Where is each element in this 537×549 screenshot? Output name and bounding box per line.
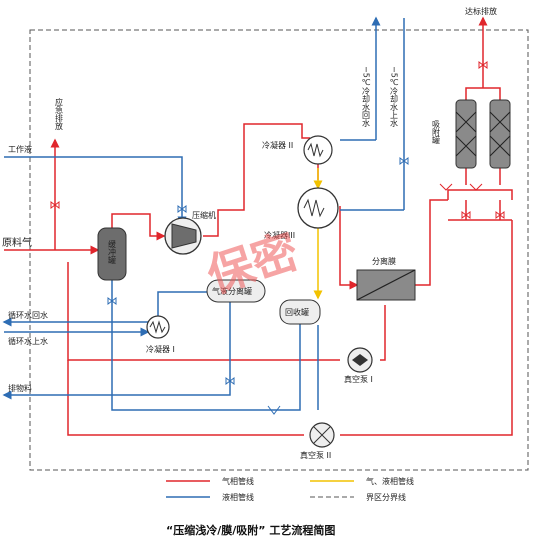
legend-gas-liquid: 气、液相管线 (366, 476, 414, 486)
label-coolant-supply: −5℃冷却水上水 (389, 66, 399, 127)
label-discharge: 排物料 (8, 383, 32, 393)
label-condenser-3: 冷凝器III (264, 230, 295, 240)
label-gl-separator: 气液分离罐 (212, 286, 252, 296)
adsorber-2 (489, 99, 511, 169)
label-buffer-tank: 缓冲罐 (108, 239, 117, 265)
legend-gas: 气相管线 (222, 476, 254, 486)
label-membrane: 分离膜 (372, 256, 396, 266)
label-condenser-2: 冷凝器 II (262, 140, 293, 150)
recovery-tank (279, 299, 321, 325)
label-circ-supply: 循环水上水 (8, 336, 48, 346)
label-adsorption: 吸附罐 (432, 120, 441, 145)
adsorber-1 (455, 99, 477, 169)
gas-liquid-separator (206, 279, 266, 303)
label-compressor: 压缩机 (192, 210, 216, 220)
label-recovery-tank: 回收罐 (285, 307, 309, 317)
legend: 气相管线 液相管线 气、液相管线 界区分界线 (166, 476, 414, 502)
legend-liquid: 液相管线 (222, 492, 254, 502)
figure-caption: “压缩浅冷/膜/吸附” 工艺流程简图 (166, 523, 335, 537)
label-vacuum-pump-1: 真空泵 I (344, 374, 373, 384)
liquid-lines (2, 16, 405, 411)
label-circ-return: 循环水回水 (8, 310, 48, 320)
buffer-tank (97, 227, 127, 281)
label-emergency: 应急排放 (55, 97, 64, 131)
gas-lines (4, 16, 513, 436)
label-condenser-1: 冷凝器 I (146, 344, 175, 354)
legend-boundary: 界区分界线 (366, 492, 406, 502)
label-work-liquid: 工作液 (8, 144, 32, 154)
label-vacuum-pump-2: 真空泵 II (300, 450, 331, 460)
label-coolant-return: −5℃冷却水回水 (361, 66, 371, 127)
label-top-exit: 达标排放 (465, 6, 497, 16)
valves (107, 157, 409, 415)
label-feed-gas: 原料气 (2, 236, 32, 249)
